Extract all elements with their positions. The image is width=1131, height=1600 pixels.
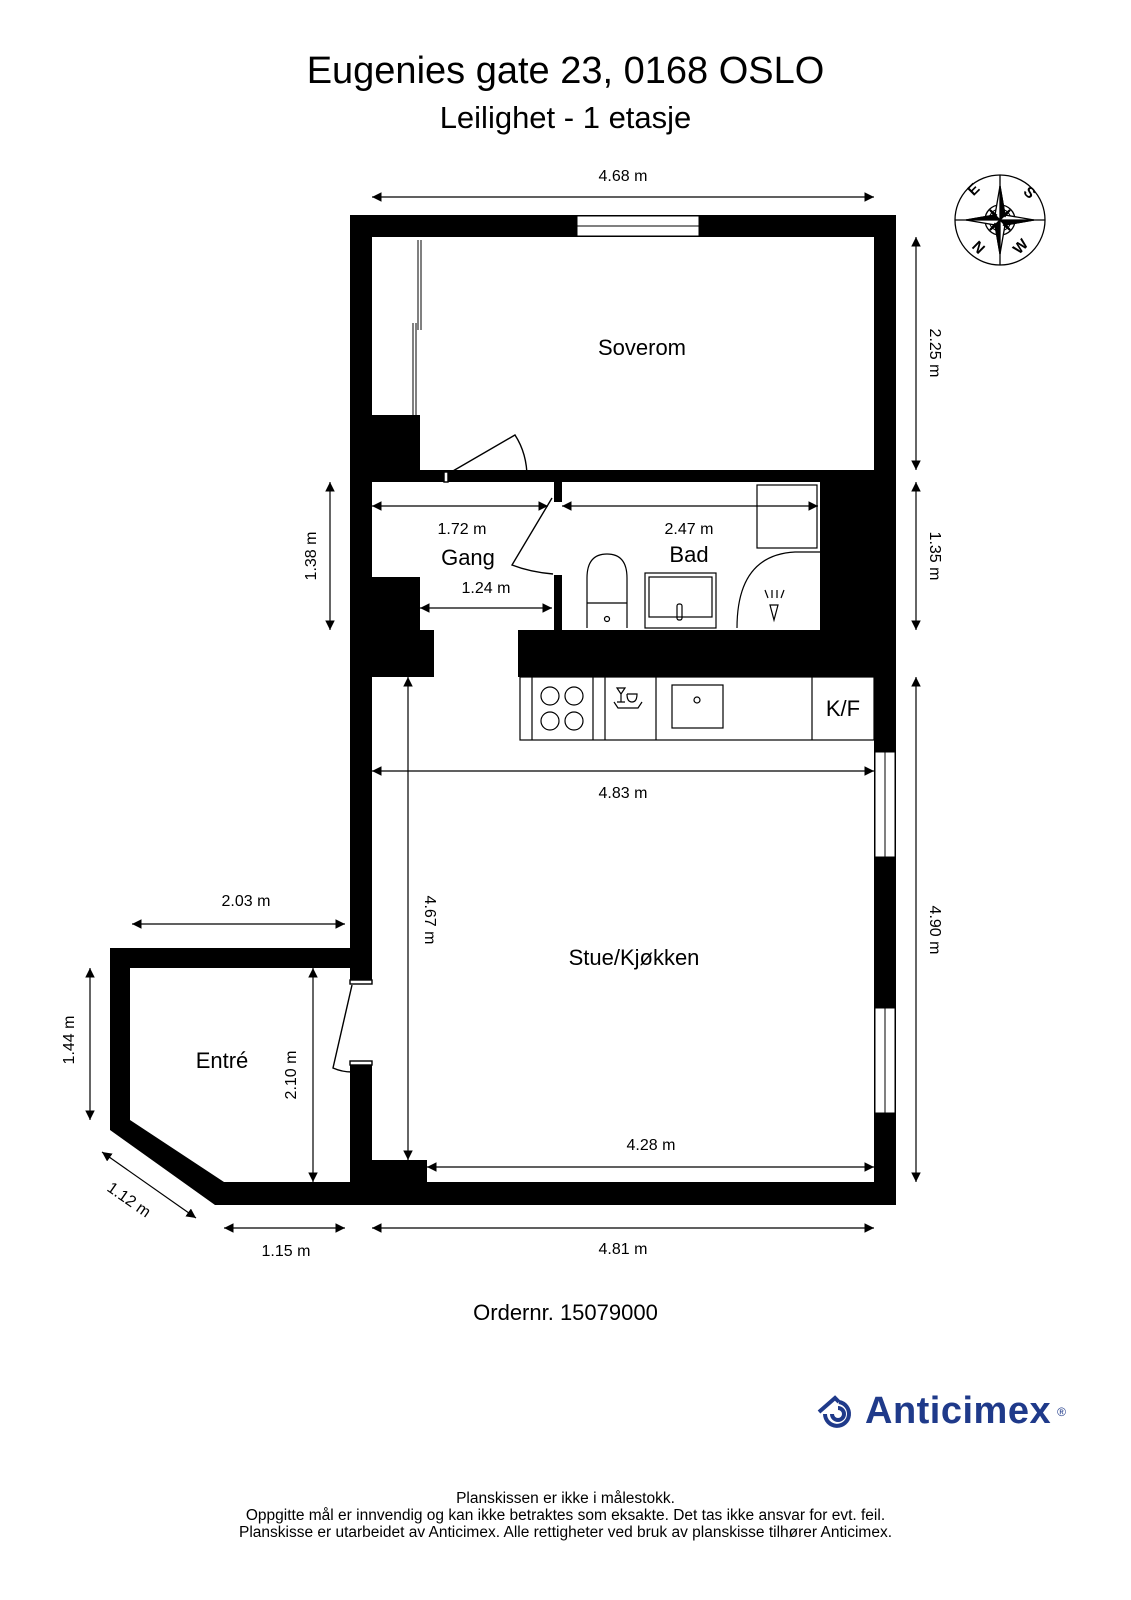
dim-entre-height: 2.10 m — [283, 1051, 300, 1100]
stove-icon — [540, 686, 584, 731]
brand-logo: Anticimex ® — [815, 1390, 1066, 1433]
dim-soverom-height: 2.25 m — [926, 329, 943, 378]
label-kf: K/F — [826, 696, 860, 721]
disclaimer-line-3: Planskisse er utarbeidet av Anticimex. A… — [238, 1524, 892, 1541]
dishwasher-icon — [613, 687, 643, 709]
bathroom-fixtures — [586, 484, 820, 629]
room-gang: Gang — [441, 545, 495, 570]
disclaimer: Planskissen er ikke i målestokk. Oppgitt… — [0, 1490, 1131, 1541]
compass-rose-icon: E S W N — [954, 174, 1046, 266]
doors — [332, 434, 554, 1073]
dim-stue-bottom-inner: 4.28 m — [627, 1137, 676, 1154]
floor-subtitle: Leilighet - 1 etasje — [439, 100, 692, 135]
address-title: Eugenies gate 23, 0168 OSLO — [306, 50, 825, 92]
dim-top-width: 4.68 m — [599, 168, 648, 185]
dim-entre-bottom-width: 1.15 m — [262, 1243, 311, 1260]
kitchen-sink-icon — [671, 684, 724, 729]
washer-icon — [756, 484, 818, 549]
dim-stue-width: 4.83 m — [599, 785, 648, 802]
wardrobe — [412, 240, 422, 415]
dim-entre-diagonal: 1.12 m — [104, 1179, 154, 1221]
anticimex-logo-icon — [817, 1394, 851, 1428]
room-entre: Entré — [196, 1048, 249, 1073]
kitchen-counter — [519, 676, 875, 741]
brand-reg: ® — [1057, 1404, 1066, 1419]
dim-bottom-width: 4.81 m — [599, 1241, 648, 1258]
disclaimer-line-2: Oppgitte mål er innvendig og kan ikke be… — [245, 1507, 886, 1524]
compass-label-e: E — [964, 180, 983, 199]
door-soverom — [445, 434, 528, 483]
dim-stue-height: 4.67 m — [421, 896, 438, 945]
shower-screen — [736, 551, 820, 629]
sink-icon — [644, 572, 717, 629]
disclaimer-line-1: Planskissen er ikke i målestokk. — [456, 1490, 675, 1507]
dim-entre-left-height: 1.44 m — [61, 1016, 78, 1065]
brand-name: Anticimex — [865, 1390, 1052, 1432]
toilet-icon — [586, 553, 628, 628]
shower-icon — [764, 589, 785, 623]
dimension-lines — [85, 192, 921, 1233]
room-stue-kjokken: Stue/Kjøkken — [569, 945, 700, 970]
room-bad: Bad — [669, 542, 708, 567]
compass-label-s: S — [1020, 183, 1039, 202]
walls — [110, 215, 896, 1205]
dim-entre-top-width: 2.03 m — [222, 893, 271, 910]
dim-gang-height: 1.38 m — [303, 532, 320, 581]
dim-gang-inner-width: 1.24 m — [462, 580, 511, 597]
door-entre — [332, 984, 353, 1073]
dim-bad-width: 2.47 m — [665, 521, 714, 538]
dim-bad-height: 1.35 m — [926, 532, 943, 581]
dim-gang-width: 1.72 m — [438, 521, 487, 538]
windows — [576, 215, 896, 1114]
dim-stue-right-height: 4.90 m — [926, 906, 943, 955]
room-soverom: Soverom — [598, 335, 686, 360]
order-number: Ordernr. 15079000 — [473, 1300, 658, 1325]
door-bad — [510, 497, 554, 575]
